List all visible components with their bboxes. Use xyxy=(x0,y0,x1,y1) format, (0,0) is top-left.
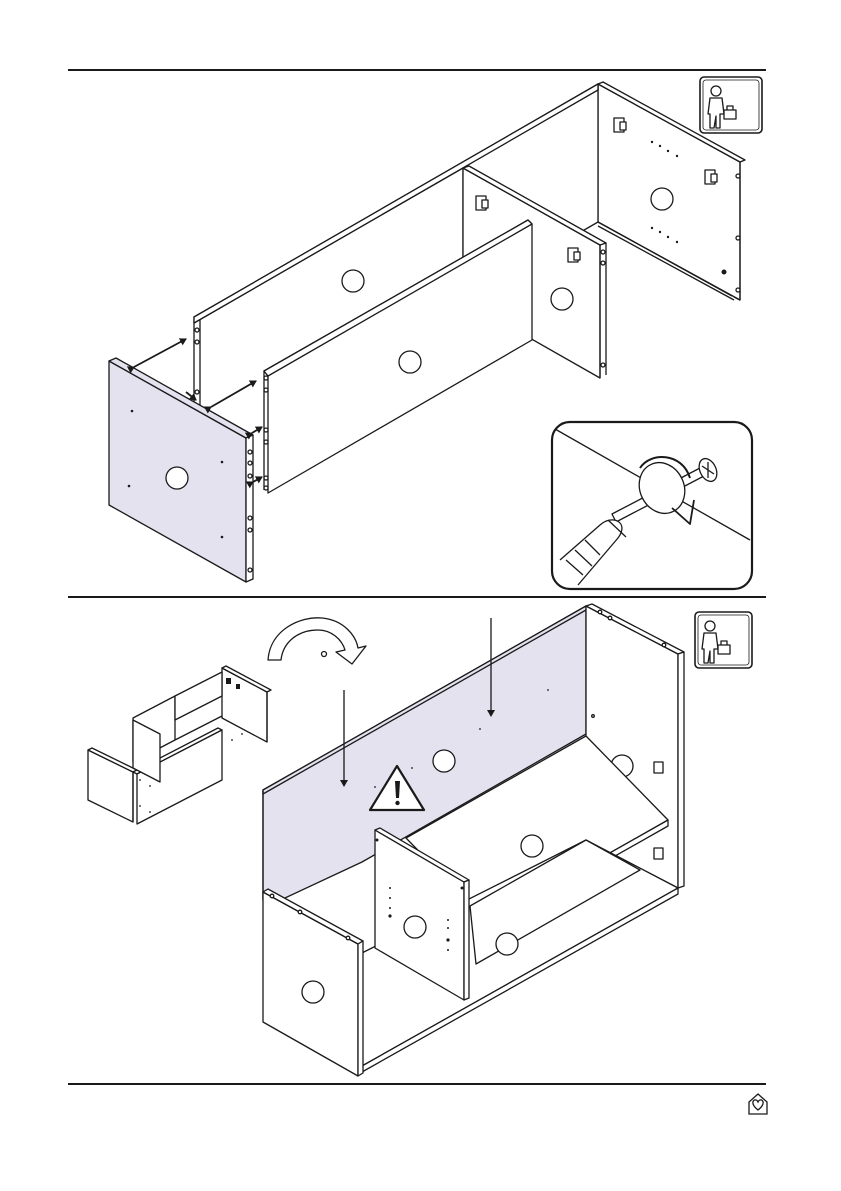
detail-inset-screwdriver xyxy=(552,422,752,589)
part-front-rail xyxy=(264,220,532,493)
part-callout xyxy=(651,188,673,210)
person-with-toolbox-icon-step2 xyxy=(695,612,752,668)
orientation-thumbnail xyxy=(88,666,271,824)
house-heart-logo-icon xyxy=(749,1094,767,1114)
person-with-toolbox-icon xyxy=(700,77,762,133)
step-lower xyxy=(88,604,752,1076)
step-upper xyxy=(109,77,762,589)
rotate-clockwise-arrow-icon xyxy=(268,618,366,664)
